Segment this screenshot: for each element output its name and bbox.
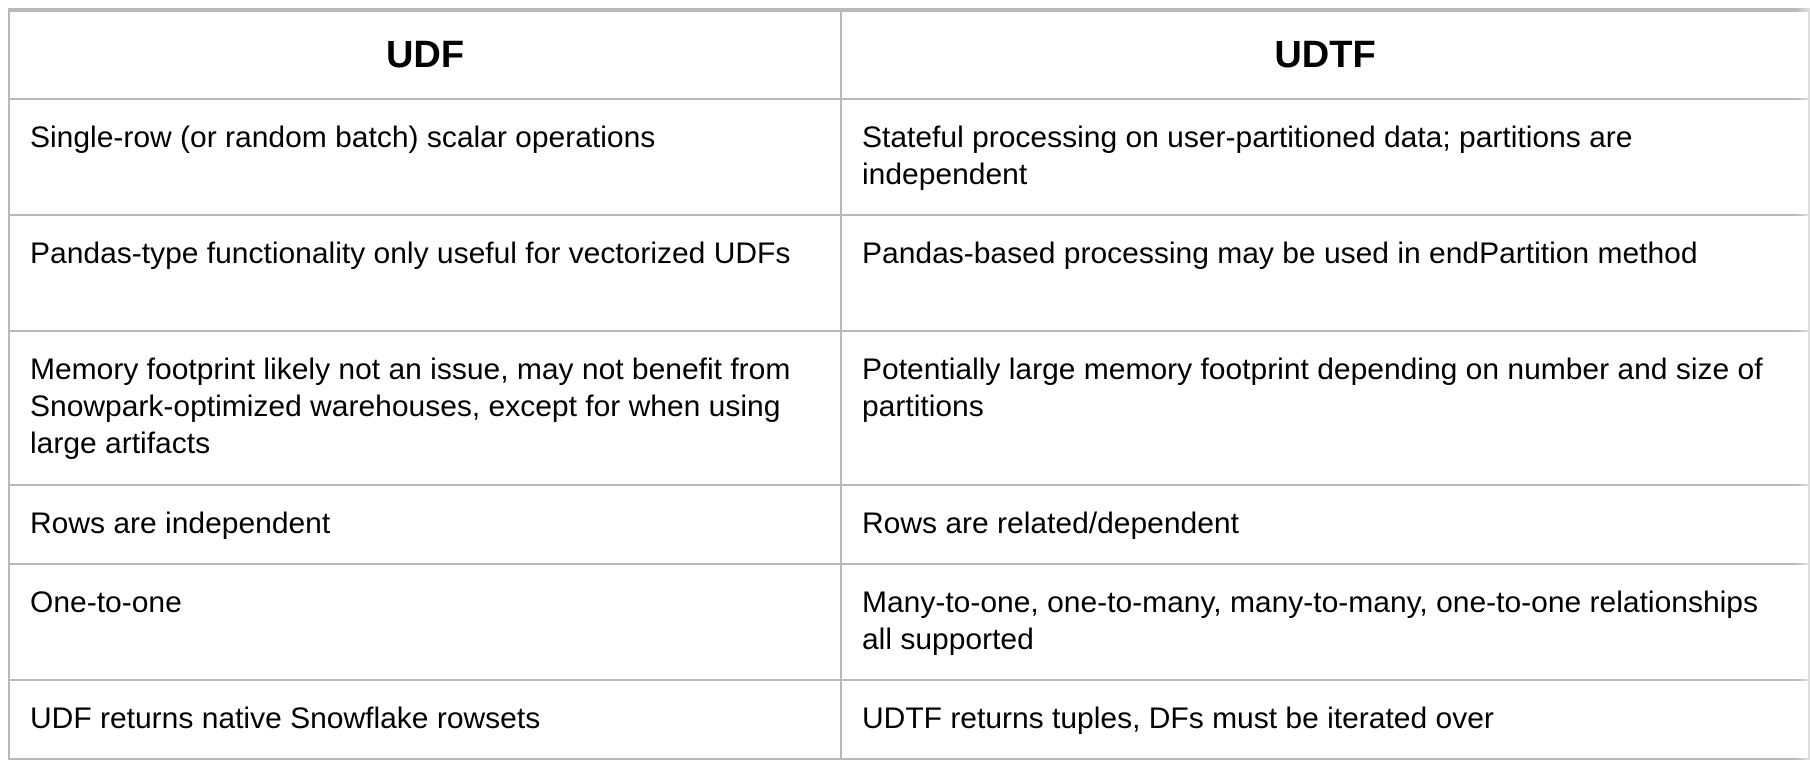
table-row: Rows are independent Rows are related/de… [8, 484, 1810, 565]
table-cell-udf: Single-row (or random batch) scalar oper… [8, 98, 842, 216]
table-cell-udf: Pandas-type functionality only useful fo… [8, 214, 842, 332]
table-row: Single-row (or random batch) scalar oper… [8, 98, 1810, 216]
table-row: Pandas-type functionality only useful fo… [8, 214, 1810, 332]
table-cell-udtf: Stateful processing on user-partitioned … [840, 98, 1810, 216]
table-cell-udtf: UDTF returns tuples, DFs must be iterate… [840, 679, 1810, 760]
table-header-row: UDF UDTF [8, 10, 1810, 100]
header-udf: UDF [8, 10, 842, 100]
table-row: One-to-one Many-to-one, one-to-many, man… [8, 563, 1810, 681]
table-cell-udtf: Rows are related/dependent [840, 484, 1810, 565]
comparison-table-container: UDF UDTF Single-row (or random batch) sc… [8, 8, 1810, 760]
table-cell-udtf: Potentially large memory footprint depen… [840, 330, 1810, 486]
table-row: Memory footprint likely not an issue, ma… [8, 330, 1810, 486]
udf-vs-udtf-table: UDF UDTF Single-row (or random batch) sc… [8, 10, 1810, 760]
table-cell-udtf: Many-to-one, one-to-many, many-to-many, … [840, 563, 1810, 681]
table-row: UDF returns native Snowflake rowsets UDT… [8, 679, 1810, 760]
table-cell-udtf: Pandas-based processing may be used in e… [840, 214, 1810, 332]
table-cell-udf: One-to-one [8, 563, 842, 681]
header-udtf: UDTF [840, 10, 1810, 100]
table-cell-udf: Memory footprint likely not an issue, ma… [8, 330, 842, 486]
table-cell-udf: Rows are independent [8, 484, 842, 565]
table-cell-udf: UDF returns native Snowflake rowsets [8, 679, 842, 760]
